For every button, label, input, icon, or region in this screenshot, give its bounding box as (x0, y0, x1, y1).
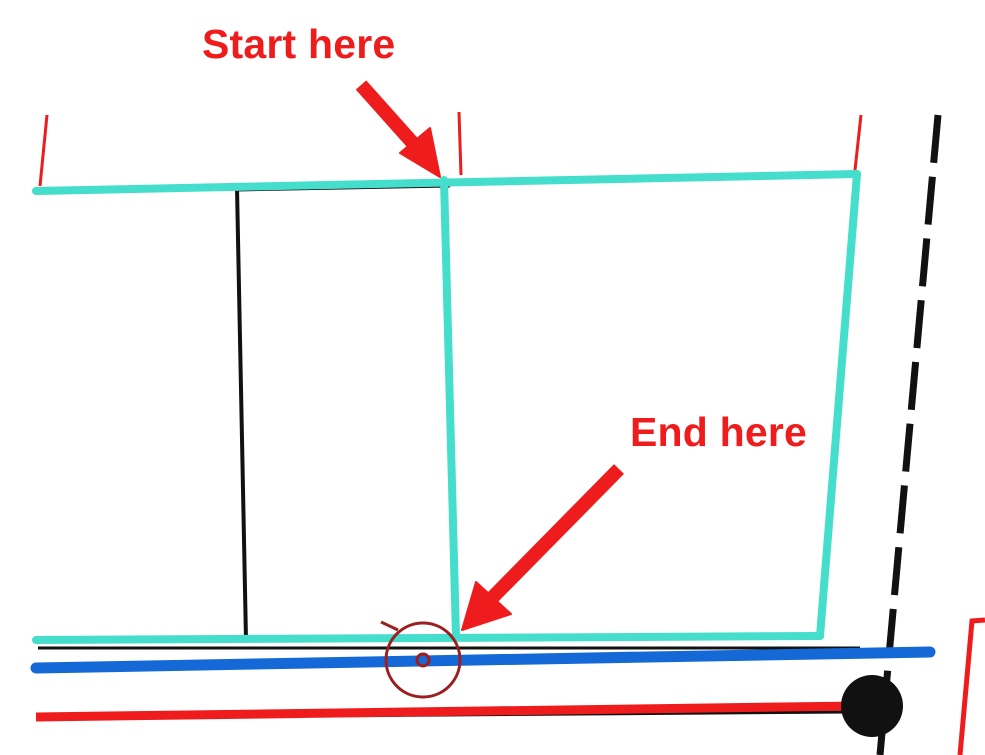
dashed-black-line (876, 114, 942, 755)
highlight-middle-edge (440, 176, 460, 641)
red-tick-right (853, 114, 863, 171)
start-arrow (355, 80, 441, 178)
red-tick-marks (38, 111, 863, 187)
red-bottom-line (35, 701, 861, 722)
red-arrow-icon (355, 80, 624, 631)
circle-marker-outer (384, 621, 462, 699)
end-here-label: End here (630, 409, 808, 455)
circle-marker-tail (380, 620, 399, 632)
filled-dot-icon (841, 675, 903, 737)
red-tick-middle (457, 111, 463, 176)
red-edge-shape (957, 617, 985, 755)
highlight-right-edge (816, 170, 861, 640)
red-tick-left (38, 114, 49, 187)
highlight-bottom-edge (32, 632, 824, 644)
start-here-label: Start here (202, 21, 396, 67)
circle-marker-icon (380, 620, 462, 699)
circle-marker-inner (415, 652, 431, 668)
blue-line (30, 646, 936, 674)
black-vertical-line (235, 187, 248, 641)
highlight-path (32, 170, 861, 644)
end-arrow (461, 464, 624, 631)
